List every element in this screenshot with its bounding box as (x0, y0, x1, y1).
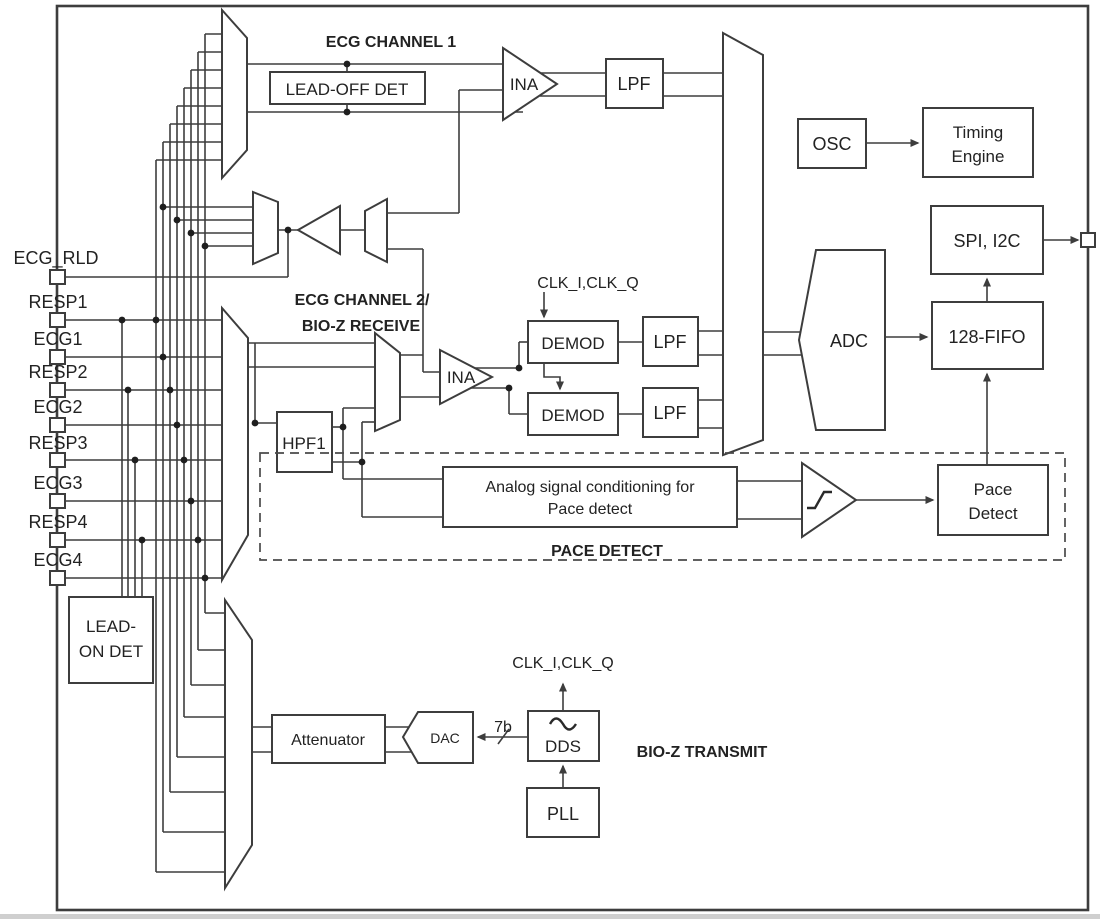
hysteresis-step-icon (807, 490, 832, 510)
osc-block: OSC (797, 118, 867, 169)
demod-i-block: DEMOD (527, 320, 619, 364)
pin-ecg3 (49, 493, 66, 509)
lead-off-det-block: LEAD-OFF DET (269, 71, 426, 105)
timing-engine-label-1: Timing (953, 123, 1003, 142)
osc-label: OSC (812, 134, 851, 154)
pin-serial-interface (1080, 232, 1096, 248)
ina-ch2-label: INA (447, 368, 476, 387)
dac-label: DAC (430, 730, 460, 746)
adc-channel-mux (722, 31, 764, 457)
lpf-i-label: LPF (653, 332, 686, 352)
demod-q-block: DEMOD (527, 392, 619, 436)
rld-sense-mux (364, 197, 388, 264)
pin-label-resp2: RESP2 (28, 362, 87, 382)
pin-label-ecg1: ECG1 (33, 329, 82, 349)
fifo-label: 128-FIFO (948, 327, 1025, 347)
sine-wave-icon (548, 717, 578, 731)
clk-label-bottom: CLK_I,CLK_Q (512, 655, 613, 672)
pin-label-resp4: RESP4 (28, 512, 87, 532)
pace-detect-block: Pace Detect (937, 464, 1049, 536)
pin-resp4 (49, 532, 66, 548)
pin-label-ecg4: ECG4 (33, 550, 82, 570)
ecg2-select-mux (374, 330, 401, 433)
lpf-ch1-block: LPF (605, 58, 664, 109)
dds-label: DDS (545, 737, 581, 756)
analog-conditioning-label-1: Analog signal conditioning for (485, 479, 695, 496)
pin-ecg2 (49, 417, 66, 433)
pin-resp2 (49, 382, 66, 398)
analog-conditioning-block: Analog signal conditioning for Pace dete… (442, 466, 738, 528)
lpf-q-block: LPF (642, 387, 699, 438)
pin-label-ecg-rld: ECG_RLD (13, 248, 98, 269)
pace-detect-label-2: Detect (968, 504, 1017, 523)
pin-resp3 (49, 452, 66, 468)
wires (66, 33, 802, 873)
lead-on-det-block: LEAD- ON DET (68, 596, 154, 684)
spi-i2c-block: SPI, I2C (930, 205, 1044, 275)
timing-engine-block: Timing Engine (922, 107, 1034, 178)
pin-resp1 (49, 312, 66, 328)
adc-block: ADC (797, 249, 886, 431)
pin-ecg1 (49, 349, 66, 365)
ecg1-input-mux (221, 7, 248, 181)
demod-q-label: DEMOD (541, 406, 604, 425)
pin-label-resp1: RESP1 (28, 292, 87, 312)
lead-off-det-label: LEAD-OFF DET (286, 80, 409, 99)
page-bottom-edge (0, 914, 1100, 919)
dac-bus-width-label: 7b (494, 719, 512, 736)
attenuator-label: Attenuator (291, 732, 366, 749)
junction-dots (118, 60, 523, 582)
bioz-transmit-title: BIO-Z TRANSMIT (637, 744, 768, 761)
timing-engine-label-2: Engine (952, 147, 1005, 166)
clk-label-top: CLK_I,CLK_Q (537, 275, 638, 292)
left-pins (49, 269, 66, 586)
pin-ecg-rld (49, 269, 66, 285)
analog-conditioning-label-2: Pace detect (548, 501, 633, 518)
spi-i2c-label: SPI, I2C (953, 231, 1020, 251)
pace-detect-region (259, 452, 1066, 561)
ecg-channel-2-title-1: ECG CHANNEL 2/ (295, 292, 430, 309)
hpf1-label: HPF1 (282, 434, 325, 453)
hpf1-block: HPF1 (276, 411, 333, 473)
lead-on-det-label-1: LEAD- (86, 617, 136, 636)
pin-ecg4 (49, 570, 66, 586)
lpf-q-label: LPF (653, 403, 686, 423)
pll-block: PLL (526, 787, 600, 838)
dds-block: DDS (527, 710, 600, 762)
fifo-block: 128-FIFO (931, 301, 1044, 370)
arrow-wires (476, 139, 1080, 788)
ecg-channel-1-title: ECG CHANNEL 1 (326, 34, 456, 51)
ina-ch2-amp: INA (439, 348, 495, 406)
dac-block: DAC (401, 711, 474, 764)
pin-labels: ECG_RLD RESP1 ECG1 RESP2 ECG2 RESP3 ECG3… (13, 248, 98, 570)
ina-ch1-amp: INA (502, 46, 559, 122)
pin-label-resp3: RESP3 (28, 433, 87, 453)
bioz-tx-electrode-mux (224, 596, 253, 892)
lpf-ch1-label: LPF (617, 74, 650, 94)
pin-label-ecg3: ECG3 (33, 473, 82, 493)
pace-detect-label-1: Pace (974, 480, 1013, 499)
lpf-i-block: LPF (642, 316, 699, 367)
ina-ch1-label: INA (510, 75, 539, 94)
rld-buffer-amp (295, 204, 341, 256)
adc-label: ADC (830, 331, 868, 351)
ecg-channel-2-title-2: BIO-Z RECEIVE (302, 318, 421, 335)
pace-detect-region-title: PACE DETECT (551, 543, 663, 560)
ecg2-input-mux (221, 305, 249, 584)
demod-i-label: DEMOD (541, 334, 604, 353)
lead-on-det-label-2: ON DET (79, 642, 143, 661)
pll-label: PLL (547, 804, 579, 824)
attenuator-block: Attenuator (271, 714, 386, 764)
rld-output-demux (252, 190, 279, 266)
pin-label-ecg2: ECG2 (33, 397, 82, 417)
pace-comparator (801, 461, 858, 539)
